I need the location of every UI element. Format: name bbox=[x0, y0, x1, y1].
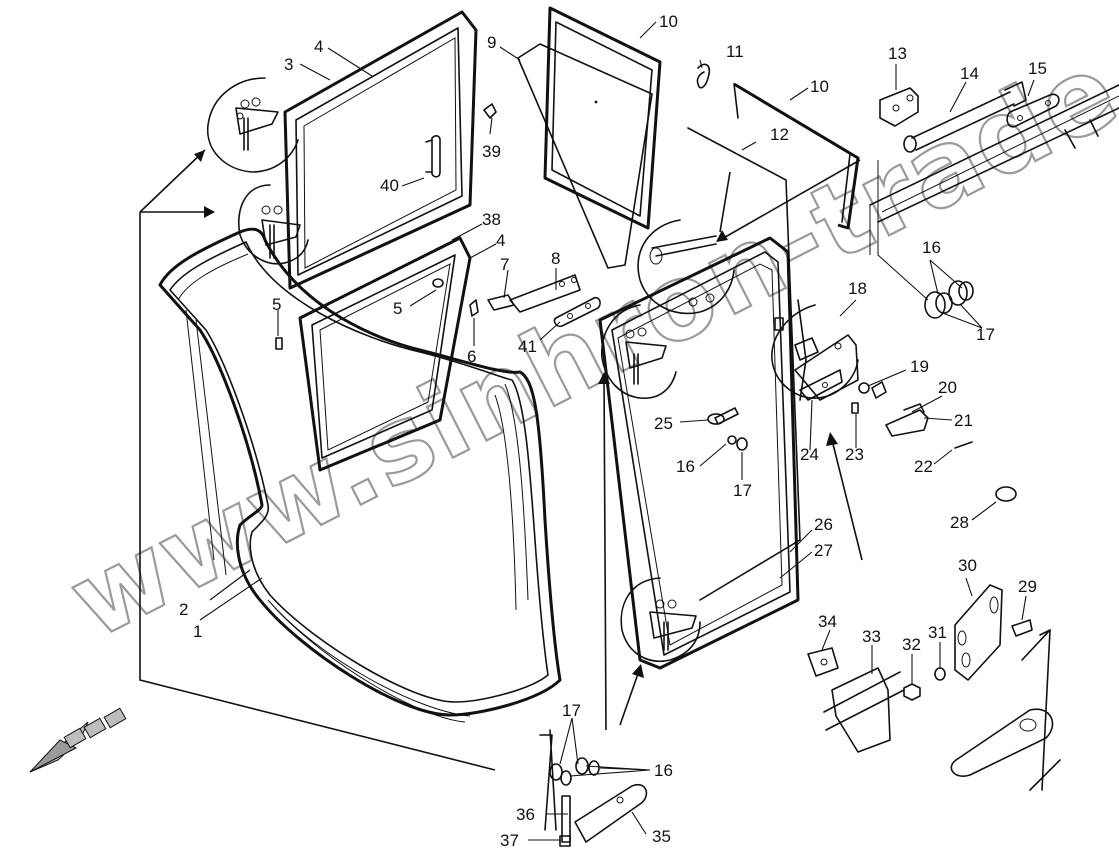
callout-16-bottom: 16 bbox=[654, 761, 673, 780]
callout-25: 25 bbox=[654, 414, 673, 433]
callout-2: 2 bbox=[179, 600, 188, 619]
upper-left-window bbox=[283, 10, 478, 290]
callout-22: 22 bbox=[914, 457, 933, 476]
callout-18: 18 bbox=[848, 279, 867, 298]
callout-12: 12 bbox=[770, 125, 789, 144]
roller-set bbox=[869, 160, 974, 319]
forward-direction-pictogram bbox=[29, 707, 127, 773]
callout-15: 15 bbox=[1028, 59, 1047, 78]
callout-21: 21 bbox=[954, 411, 973, 430]
glass-sheet-9 bbox=[517, 43, 653, 269]
callout-17-right: 17 bbox=[976, 325, 995, 344]
callout-4-lower: 4 bbox=[496, 231, 505, 250]
cab-frame-rail bbox=[869, 84, 1119, 223]
callout-34: 34 bbox=[818, 612, 837, 631]
lower-left-window bbox=[298, 236, 472, 472]
callout-31: 31 bbox=[928, 623, 947, 642]
callout-3: 3 bbox=[284, 55, 293, 74]
curved-front-windshield bbox=[158, 227, 562, 723]
callout-13: 13 bbox=[888, 44, 907, 63]
callout-36: 36 bbox=[516, 805, 535, 824]
callout-17-door: 17 bbox=[733, 481, 752, 500]
callout-6: 6 bbox=[467, 347, 476, 366]
callout-33: 33 bbox=[862, 627, 881, 646]
callout-14: 14 bbox=[960, 64, 979, 83]
callout-29: 29 bbox=[1018, 577, 1037, 596]
callout-39: 39 bbox=[482, 142, 501, 161]
callout-16-door: 16 bbox=[676, 457, 695, 476]
callout-24: 24 bbox=[800, 445, 819, 464]
callout-16-right: 16 bbox=[922, 238, 941, 257]
callout-4-upper: 4 bbox=[314, 37, 323, 56]
callout-30: 30 bbox=[958, 556, 977, 575]
callout-20: 20 bbox=[938, 378, 957, 397]
callout-10-upper: 10 bbox=[659, 12, 678, 31]
callout-5-window: 5 bbox=[393, 299, 402, 318]
bottom-hinge bbox=[539, 729, 648, 847]
lower-right-brackets bbox=[807, 584, 1061, 791]
gas-strut-assembly bbox=[879, 81, 1060, 153]
callout-19: 19 bbox=[910, 357, 929, 376]
callout-28: 28 bbox=[950, 513, 969, 532]
upper-center-window bbox=[543, 6, 662, 230]
callout-26: 26 bbox=[814, 515, 833, 534]
callout-40: 40 bbox=[380, 176, 399, 195]
callout-9: 9 bbox=[487, 33, 496, 52]
detail-circles bbox=[207, 77, 859, 662]
callout-8: 8 bbox=[551, 249, 560, 268]
callout-17-bottom: 17 bbox=[562, 701, 581, 720]
small-hardware bbox=[275, 63, 1017, 502]
leader-lines bbox=[199, 21, 1035, 841]
callout-37: 37 bbox=[500, 831, 519, 850]
glass-sheet-12 bbox=[687, 127, 801, 601]
right-seal-frame bbox=[733, 82, 860, 230]
callout-10-right: 10 bbox=[810, 77, 829, 96]
callout-5-left: 5 bbox=[272, 295, 281, 314]
callout-32: 32 bbox=[902, 635, 921, 654]
callout-35: 35 bbox=[652, 827, 671, 846]
callout-23: 23 bbox=[845, 445, 864, 464]
callout-38: 38 bbox=[482, 210, 501, 229]
assembly-arrows bbox=[139, 149, 863, 771]
callout-11: 11 bbox=[726, 42, 744, 61]
callout-27: 27 bbox=[814, 541, 833, 560]
cab-door bbox=[598, 236, 807, 670]
callout-7: 7 bbox=[500, 255, 509, 274]
callout-41: 41 bbox=[518, 337, 537, 356]
callout-1: 1 bbox=[193, 622, 202, 641]
callout-labels: 1 2 3 4 4 5 5 6 7 8 9 10 10 11 12 13 14 … bbox=[179, 12, 1047, 850]
